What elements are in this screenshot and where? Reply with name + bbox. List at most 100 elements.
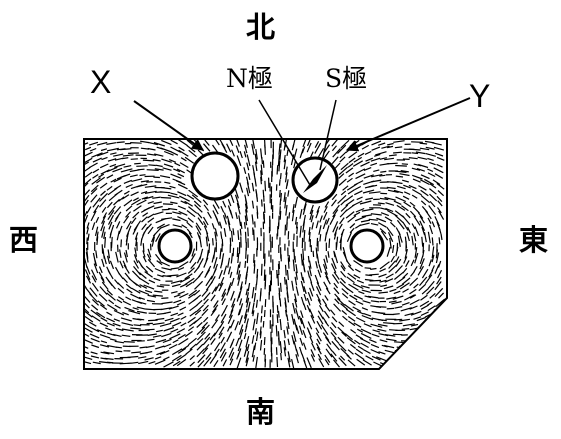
iron-filing [420, 200, 427, 206]
iron-filing [194, 309, 202, 316]
iron-filing [156, 285, 165, 288]
iron-filing [163, 356, 170, 361]
iron-filing [292, 259, 295, 272]
iron-filing [106, 255, 111, 265]
iron-filing [105, 327, 113, 332]
iron-filing [308, 260, 312, 269]
iron-filing [86, 237, 88, 245]
iron-filing [133, 266, 142, 276]
iron-filing [120, 168, 133, 173]
iron-filing [119, 249, 122, 258]
iron-filing [286, 269, 289, 281]
iron-filing [387, 189, 399, 193]
iron-filing [436, 338, 443, 342]
iron-filing [152, 322, 165, 326]
iron-filing [94, 226, 99, 237]
iron-filing [144, 185, 157, 188]
iron-filing [286, 326, 289, 335]
iron-filing [84, 316, 94, 323]
iron-filing [176, 353, 187, 362]
iron-filing [237, 274, 242, 286]
iron-filing [278, 179, 281, 186]
iron-filing [218, 332, 223, 339]
iron-filing [322, 219, 328, 230]
iron-filing [300, 317, 306, 329]
iron-filing [236, 202, 241, 215]
iron-filing [236, 247, 239, 258]
iron-filing [431, 246, 435, 259]
iron-filing [263, 309, 266, 318]
iron-filing [246, 187, 250, 197]
iron-filing [294, 255, 296, 263]
iron-filing [363, 174, 374, 179]
iron-filing [84, 344, 89, 349]
iron-filing [261, 157, 263, 165]
iron-filing [234, 194, 239, 202]
iron-filing [370, 223, 379, 226]
iron-filing [370, 157, 381, 162]
iron-filing [308, 226, 311, 235]
iron-filing [315, 343, 321, 351]
iron-filing [164, 317, 174, 322]
iron-filing [408, 157, 418, 160]
hole-x [190, 151, 240, 201]
iron-filing [361, 289, 371, 293]
iron-filing [189, 355, 195, 361]
iron-filing [353, 156, 363, 163]
iron-filing [284, 224, 287, 236]
iron-filing [255, 149, 258, 160]
iron-filing [178, 210, 188, 216]
iron-filing [177, 347, 187, 354]
iron-filing [376, 356, 387, 362]
iron-filing [251, 200, 255, 209]
iron-filing [181, 344, 190, 351]
iron-filing [161, 267, 172, 271]
iron-filing [253, 292, 257, 302]
iron-filing [435, 249, 439, 259]
iron-filing [352, 160, 364, 167]
iron-filing [330, 263, 337, 273]
iron-filing [220, 205, 225, 213]
iron-filing [89, 287, 98, 297]
iron-filing [434, 316, 444, 323]
label-x: X [90, 64, 112, 100]
iron-filing [279, 319, 282, 331]
iron-filing [354, 268, 361, 273]
iron-filing [435, 298, 446, 308]
iron-filing [119, 260, 124, 269]
iron-filing [435, 343, 443, 347]
iron-filing [227, 198, 232, 207]
iron-filing [361, 307, 369, 311]
iron-filing [84, 327, 93, 333]
iron-filing [283, 340, 287, 351]
iron-filing [123, 199, 133, 207]
iron-filing [389, 357, 397, 361]
iron-filing [209, 353, 218, 364]
iron-filing [234, 188, 239, 199]
iron-filing [285, 204, 288, 216]
iron-filing [107, 209, 115, 221]
iron-filing [330, 353, 338, 362]
iron-filing [307, 321, 313, 330]
iron-filing [308, 231, 311, 242]
iron-filing [205, 275, 213, 287]
iron-filing [340, 265, 346, 272]
iron-filing [333, 271, 340, 280]
iron-filing [184, 156, 195, 164]
iron-filing [247, 301, 251, 313]
iron-filing [402, 272, 409, 279]
iron-filing [300, 253, 303, 266]
iron-filing [123, 165, 132, 168]
iron-filing [201, 321, 209, 329]
iron-filing [341, 292, 349, 299]
iron-filing [420, 304, 429, 310]
iron-filing [333, 287, 340, 295]
iron-filing [425, 146, 435, 150]
iron-filing [168, 207, 178, 211]
iron-filing [381, 145, 390, 149]
iron-filing [424, 344, 435, 348]
iron-filing [409, 299, 420, 306]
iron-filing [171, 151, 179, 156]
iron-filing [429, 201, 436, 208]
iron-filing [427, 328, 435, 332]
